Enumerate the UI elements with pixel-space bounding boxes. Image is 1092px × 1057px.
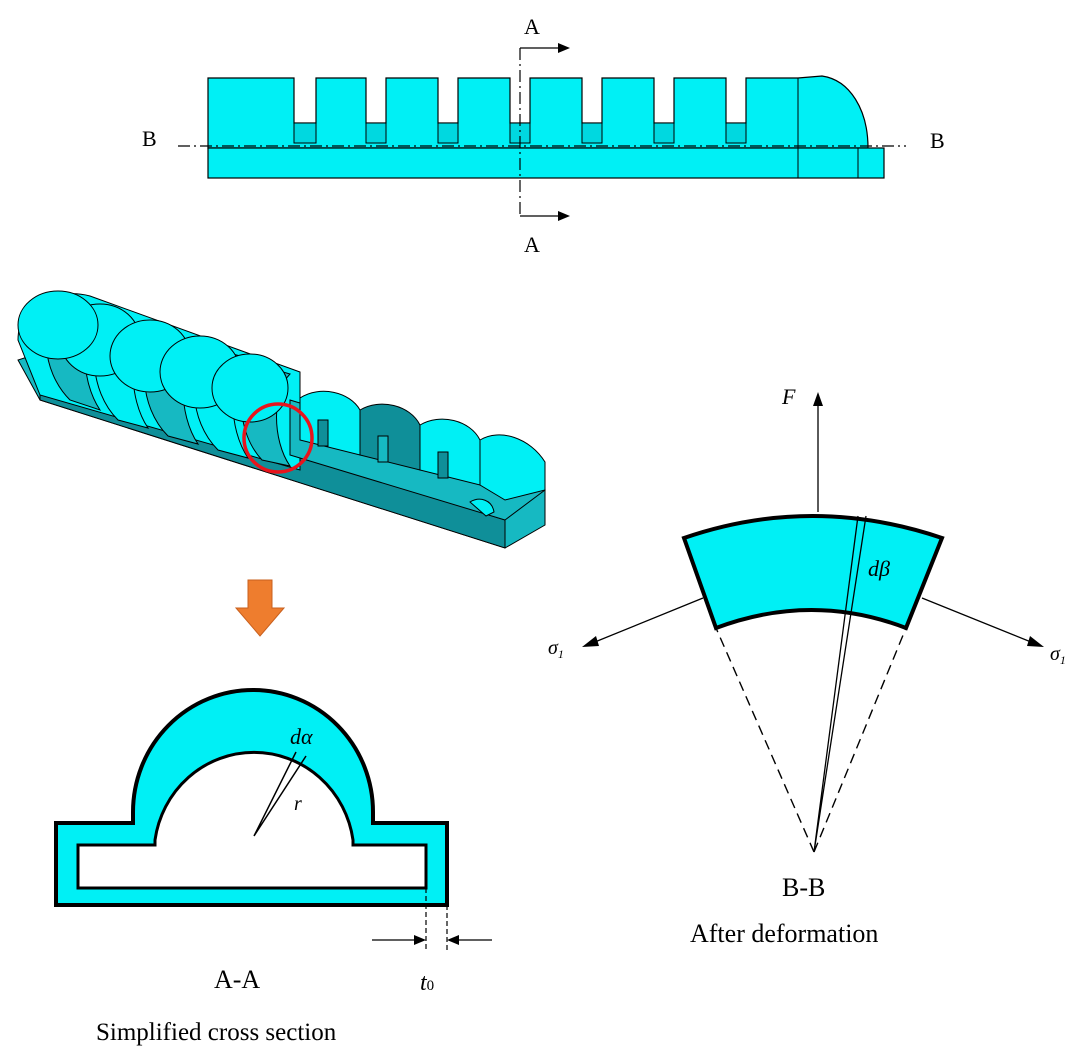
section-b-right-label: B	[930, 128, 945, 153]
top-side-view: A A B B	[142, 14, 945, 257]
angle-label-beta: dβ	[868, 556, 890, 581]
highlight-circle-icon	[242, 402, 314, 474]
down-arrow-icon	[234, 579, 286, 637]
slot-bottoms	[293, 122, 747, 144]
deformed-arc-segment	[681, 514, 945, 631]
section-b-left-label: B	[142, 126, 157, 151]
section-b-b-label: B-B	[782, 873, 825, 902]
deformed-caption: After deformation	[690, 919, 878, 948]
cross-section-angle-wedge	[253, 751, 307, 837]
radius-label: r	[294, 793, 302, 815]
stress-right-label: σ1	[1050, 643, 1066, 667]
iso-cut-chambers	[299, 390, 546, 517]
deformed-section-b-b: dβ F σ1 σ1 B-B After deformation	[548, 384, 1066, 948]
iso-ribs	[17, 290, 292, 467]
actuator-base-strip	[207, 147, 885, 179]
section-a-bottom-label: A	[524, 232, 540, 257]
thickness-label: t0	[420, 970, 434, 996]
section-a-top-label: A	[524, 14, 540, 39]
cross-section-a-a: dα r t0 A-A Simplified cross section	[54, 688, 492, 1046]
cross-section-inner-chamber	[76, 750, 428, 890]
stress-left-label: σ1	[548, 637, 564, 661]
section-a-a-label: A-A	[214, 965, 260, 994]
force-label: F	[781, 384, 796, 409]
angle-label-alpha: dα	[290, 724, 313, 749]
isometric-cutaway-view	[17, 290, 546, 549]
deformed-angle-wedge	[813, 515, 867, 853]
cross-section-caption: Simplified cross section	[96, 1019, 337, 1046]
